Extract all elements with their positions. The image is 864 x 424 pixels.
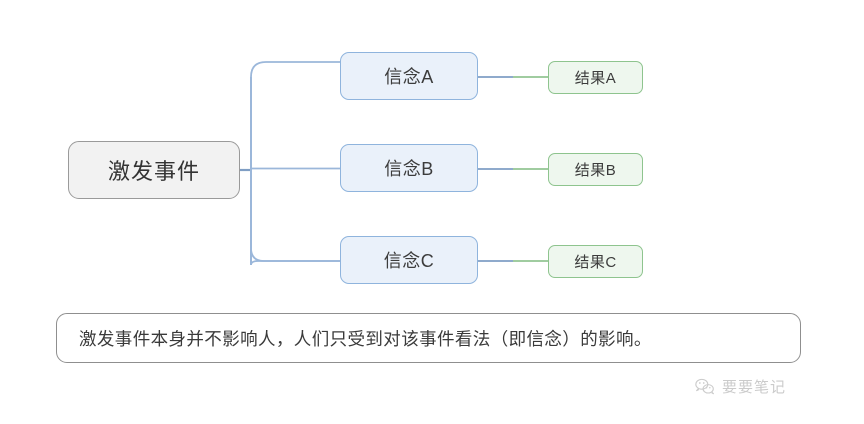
- wechat-logo-icon: [694, 377, 716, 397]
- node-belief-c[interactable]: 信念C: [340, 236, 478, 284]
- node-result-a[interactable]: 结果A: [548, 61, 643, 94]
- connector-branch-c: [250, 260, 340, 266]
- connector-branch-a: [250, 61, 340, 78]
- node-result-b-label: 结果B: [574, 162, 617, 179]
- wechat-logo-icon-svg: [695, 378, 715, 394]
- watermark-text: 要要笔记: [722, 379, 787, 396]
- node-belief-c-label: 信念C: [383, 251, 435, 271]
- node-trigger-event-label: 激发事件: [107, 159, 200, 184]
- caption-box: 激发事件本身并不影响人，人们只受到对该事件看法（即信念）的影响。: [56, 313, 801, 363]
- node-result-b[interactable]: 结果B: [548, 153, 643, 186]
- node-belief-a-label: 信念A: [384, 67, 434, 87]
- caption-text: 激发事件本身并不影响人，人们只受到对该事件看法（即信念）的影响。: [79, 328, 652, 349]
- node-trigger-event[interactable]: 激发事件: [68, 141, 240, 199]
- connector-branch-c-curve: [250, 247, 340, 262]
- node-result-c-label: 结果C: [574, 254, 617, 271]
- watermark: 要要笔记: [694, 376, 786, 397]
- node-belief-a[interactable]: 信念A: [340, 52, 478, 100]
- node-belief-b-label: 信念B: [384, 159, 434, 179]
- node-belief-b[interactable]: 信念B: [340, 144, 478, 192]
- node-result-c[interactable]: 结果C: [548, 245, 643, 278]
- node-result-a-label: 结果A: [574, 70, 617, 87]
